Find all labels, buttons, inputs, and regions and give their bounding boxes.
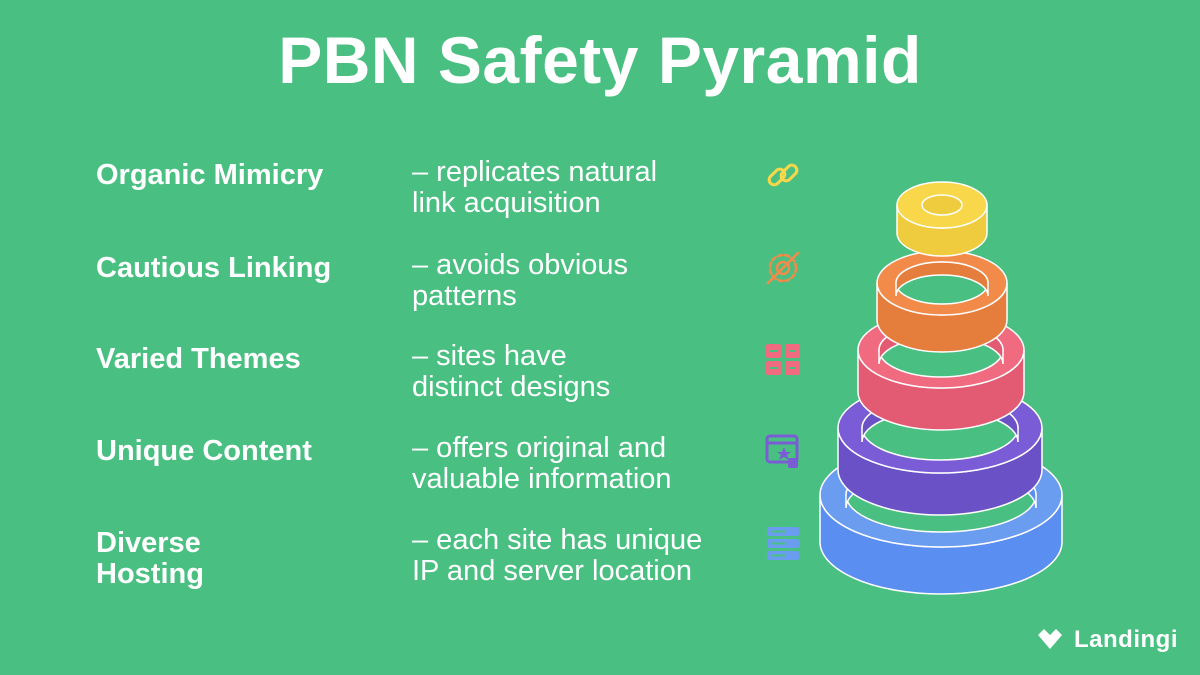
item-term: Diverse Hosting [96, 527, 204, 590]
layout-grid-icon [766, 344, 800, 375]
item-description: – each site has unique IP and server loc… [412, 524, 703, 587]
link-icon [767, 163, 799, 187]
brand-name: Landingi [1074, 626, 1178, 653]
ring-pyramid-illustration [819, 181, 1063, 595]
item-description: – replicates natural link acquisition [412, 156, 658, 219]
item-term: Organic Mimicry [96, 159, 324, 191]
item-description: – offers original and valuable informati… [412, 432, 672, 495]
list-item: Organic Mimicry – replicates natural lin… [0, 156, 820, 230]
item-term: Cautious Linking [96, 252, 332, 284]
browser-star-icon [765, 434, 799, 468]
server-icon [767, 527, 799, 560]
item-description: – avoids obvious patterns [412, 249, 629, 312]
ring-orange [876, 250, 1008, 353]
list-item: Diverse Hosting – each site has unique I… [0, 524, 820, 598]
item-term: Varied Themes [96, 343, 301, 375]
landingi-logo-icon [1038, 629, 1063, 649]
target-crossed-icon [766, 251, 800, 285]
list-item: Varied Themes – sites have distinct desi… [0, 340, 820, 414]
item-term: Unique Content [96, 435, 312, 467]
ring-yellow [896, 181, 988, 257]
brand-logo: Landingi [1036, 625, 1178, 655]
item-description: – sites have distinct designs [412, 340, 611, 403]
list-item: Cautious Linking – avoids obvious patter… [0, 249, 820, 323]
page-title: PBN Safety Pyramid [278, 23, 922, 97]
list-item: Unique Content – offers original and val… [0, 432, 820, 506]
